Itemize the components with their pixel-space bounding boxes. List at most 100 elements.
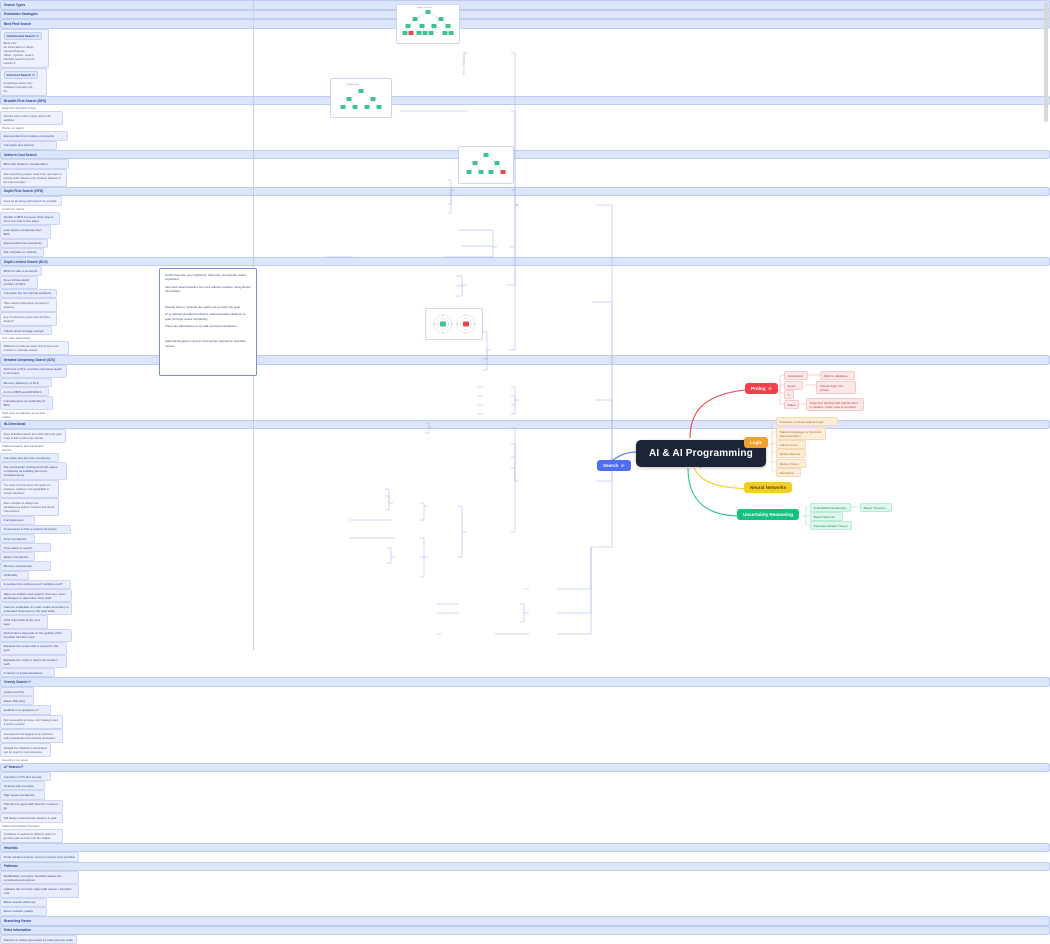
- prolog-item-query-operator[interactable]: ?-: [784, 390, 794, 400]
- greedy-note-0[interactable]: Inefficient compared to A*: [0, 705, 52, 715]
- evaluation-item-3-note[interactable]: Is solution the optimal one if multiple …: [0, 579, 72, 590]
- uninformed-search-note-card[interactable]: Uninformed Search IP Brute Last No infor…: [0, 28, 50, 69]
- prolog-item-rules-child[interactable]: Argument starting with capital letter is…: [806, 398, 864, 412]
- search-group-evaluation-strategies[interactable]: Evaluation Strategies: [0, 9, 1050, 20]
- best-first-child-1[interactable]: Uses an evaluation to order nodes accord…: [0, 602, 73, 616]
- evaluation-item-0[interactable]: Completeness: [0, 515, 36, 525]
- bfs-node[interactable]: Breadth First Search (BFS): [0, 95, 1050, 106]
- dls-note-0[interactable]: Often used if information is known in ad…: [0, 298, 58, 313]
- main-branch-neural-networks[interactable]: Neural Networks: [744, 482, 793, 493]
- informed-pathmax-left-note-1[interactable]: Better solution quality: [0, 906, 48, 916]
- informed-heuristic-note-0[interactable]: Finds solution quicker versus in lowest …: [0, 852, 80, 862]
- informed-pathmax-left-note-0[interactable]: Better search efficiency: [0, 897, 48, 907]
- best-first-child-3[interactable]: Performance depends on the quality of th…: [0, 628, 73, 642]
- evaluation-item-3[interactable]: Optimality: [0, 570, 30, 580]
- best-first-child-2[interactable]: UCS only looks at the next layer: [0, 615, 49, 629]
- scrollbar-vertical[interactable]: [1044, 2, 1048, 122]
- greedy-note-2[interactable]: Just goes for the biggest jump (shortest…: [0, 728, 64, 743]
- prolog-item-rules[interactable]: Rules: [784, 400, 799, 410]
- dls-node[interactable]: Depth Limited Search (DLS): [0, 256, 1050, 267]
- informed-item-extra-information[interactable]: Extra Information: [0, 925, 1050, 936]
- bidirectional-diagram[interactable]: [425, 308, 483, 340]
- prolog-item-query[interactable]: Query: [784, 381, 803, 391]
- bidirectional-note-1[interactable]: More complex to design two simultaneous …: [0, 497, 60, 516]
- informed-branching-note-0[interactable]: Number of nodes generated by each parent…: [0, 935, 78, 944]
- dls-child-3[interactable]: Unless dmax is large enough: [0, 326, 53, 336]
- dfs-note-0[interactable]: Goes as far along each branch as possibl…: [0, 196, 63, 207]
- bidirectional-child-0[interactable]: Does standard search from both start and…: [0, 429, 67, 444]
- uncertainty-item-2[interactable]: Dempster-Shafer Theory: [810, 521, 852, 531]
- greedy-child-1[interactable]: Route Planning: [0, 696, 35, 706]
- dls-note-1[interactable]: E.g. if route home goes past 10 cities, …: [0, 312, 58, 327]
- best-first-note-0[interactable]: Expands the nodes that is closest to the…: [0, 641, 68, 655]
- dfs-child-1[interactable]: Less space complexity than BFS: [0, 225, 52, 239]
- uncertainty-item-1[interactable]: Belief Networks: [810, 512, 843, 522]
- uncertainty-item-0[interactable]: Probabilistic Reasoning: [810, 503, 851, 513]
- bfs-note-0[interactable]: Checks every node in layer order until s…: [0, 111, 64, 126]
- logic-item-3[interactable]: Modus Ponens: [776, 449, 806, 459]
- astar-search-node[interactable]: A* Search IP: [0, 762, 1050, 773]
- greedy-search-node[interactable]: Greedy Search IP: [0, 677, 1050, 687]
- logic-item-4[interactable]: Modus Tolens: [776, 459, 806, 469]
- dfs-child-2[interactable]: Exponential time complexity: [0, 238, 49, 248]
- astar-note-3[interactable]: Continues to explore for different optio…: [0, 828, 64, 843]
- prolog-item-assertation-child[interactable]: Adds to database: [820, 371, 855, 381]
- informed-search-note-card[interactable]: Informed Search IP Knowledge seems imp..…: [0, 68, 48, 96]
- astar-child-0[interactable]: Combines UCS and Greedy: [0, 772, 52, 782]
- astar-note-0[interactable]: How far I've gone with how far I need to…: [0, 799, 64, 813]
- evaluation-item-2[interactable]: Space Complexity: [0, 552, 36, 562]
- dls-child-2[interactable]: Complete but not optimal solutions: [0, 288, 58, 299]
- bidirectional-node[interactable]: Bi-Directional: [0, 419, 1050, 430]
- dfs-child-0[interactable]: Similar to BFS but goes down layers from…: [0, 212, 61, 226]
- best-first-note-1[interactable]: Expands the node or least cost solution …: [0, 654, 68, 669]
- ids-child-0[interactable]: Performs a DLS, and then increases depth…: [0, 364, 68, 378]
- search-group-informed-search[interactable]: Informed Search IP: [3, 71, 38, 80]
- best-first-variety[interactable]: A variety of implementations: [0, 668, 56, 678]
- informed-item-pathmax[interactable]: Pathmax: [0, 861, 1050, 872]
- search-group-best-first-search[interactable]: Best First Search: [0, 19, 1050, 29]
- uncertainty-item-0-child[interactable]: Bayes' Theorem: [860, 503, 892, 513]
- evaluation-item-2-note[interactable]: Memory requirement: [0, 561, 52, 571]
- informed-pathmax-note-0[interactable]: Modification to ensure heuristic values …: [0, 871, 80, 885]
- ids-child-2[interactable]: A mix of BFS and DFS/DLS: [0, 387, 50, 397]
- bfs-child-1[interactable]: Complete and optimal: [0, 140, 58, 150]
- main-branch-prolog[interactable]: Prolog IP: [745, 383, 778, 394]
- astar-child-1[interactable]: Optimal and complete: [0, 781, 46, 791]
- ucs-child[interactable]: BFS with distance consideration: [0, 159, 70, 169]
- summary-note-panel[interactable]: Uninformed are very inefficient, often l…: [159, 268, 257, 376]
- ids-child-1[interactable]: Memory efficiency of DLS: [0, 378, 53, 388]
- ucs-tree-diagram[interactable]: Uniform Cost: [330, 78, 392, 118]
- ucs-node[interactable]: Uniform Cost Search: [0, 149, 1050, 160]
- evaluation-item-1[interactable]: Time Complexity: [0, 533, 36, 544]
- best-first-child-0[interactable]: Same as uniform cost search, but uses mo…: [0, 589, 73, 603]
- search-group-uninformed-search[interactable]: Uninformed Search IP: [3, 31, 42, 40]
- greedy-note-1[interactable]: Not necessarily an issue, don't always n…: [0, 714, 64, 729]
- bfs-child-0[interactable]: Exponential time & space complexity: [0, 131, 69, 141]
- greedy-note-3[interactable]: Straight line distance to destination ca…: [0, 742, 52, 757]
- prolog-item-query-child[interactable]: Checks logic of a phrase: [816, 381, 856, 395]
- bidirectional-child-2[interactable]: Not necessarily optimal and high space c…: [0, 462, 68, 480]
- dls-child-0[interactable]: BFS but with a set depth: [0, 266, 43, 276]
- bfs-tree-diagram[interactable]: Breadth First Search: [396, 4, 460, 44]
- informed-item-branching-factor[interactable]: Branching Factor: [0, 915, 1050, 926]
- greedy-child-0[interactable]: Quick and dirty: [0, 686, 35, 697]
- search-group-search-types[interactable]: Search Types: [0, 0, 1050, 10]
- dfs-node[interactable]: Depth First Search (DFS): [0, 186, 1050, 197]
- informed-pathmax-note-1[interactable]: Updates the heuristic value with actual …: [0, 884, 80, 898]
- logic-item-0[interactable]: Predicate vs Propositional Logic: [776, 417, 838, 427]
- prolog-item-assertation[interactable]: Assertation: [784, 371, 808, 381]
- ids-node[interactable]: Iterative Deepening Search (IDS): [0, 355, 1050, 365]
- main-branch-logic[interactable]: Logic: [744, 437, 769, 448]
- logic-item-2[interactable]: Clause Form: [776, 440, 806, 450]
- evaluation-item-0-note[interactable]: Guaranteed to find a solution (if exists…: [0, 524, 72, 534]
- informed-item-heuristic[interactable]: Heuristic: [0, 842, 1050, 853]
- ucs-note[interactable]: After searching a layer, search the next…: [0, 168, 68, 187]
- evaluation-item-1-note[interactable]: Time taken to search: [0, 543, 52, 553]
- astar-note-1[interactable]: Will always underestimate distance to go…: [0, 812, 64, 823]
- dls-child-1[interactable]: Fixes infinite depth problem of DFS: [0, 275, 39, 289]
- dfs-tree-diagram[interactable]: [458, 146, 514, 184]
- bidirectional-note-0[interactable]: You need to know where the goal is in ad…: [0, 479, 60, 498]
- dfs-child-3[interactable]: Not complete or optimal: [0, 247, 45, 257]
- logic-item-5[interactable]: Resolution: [776, 468, 801, 478]
